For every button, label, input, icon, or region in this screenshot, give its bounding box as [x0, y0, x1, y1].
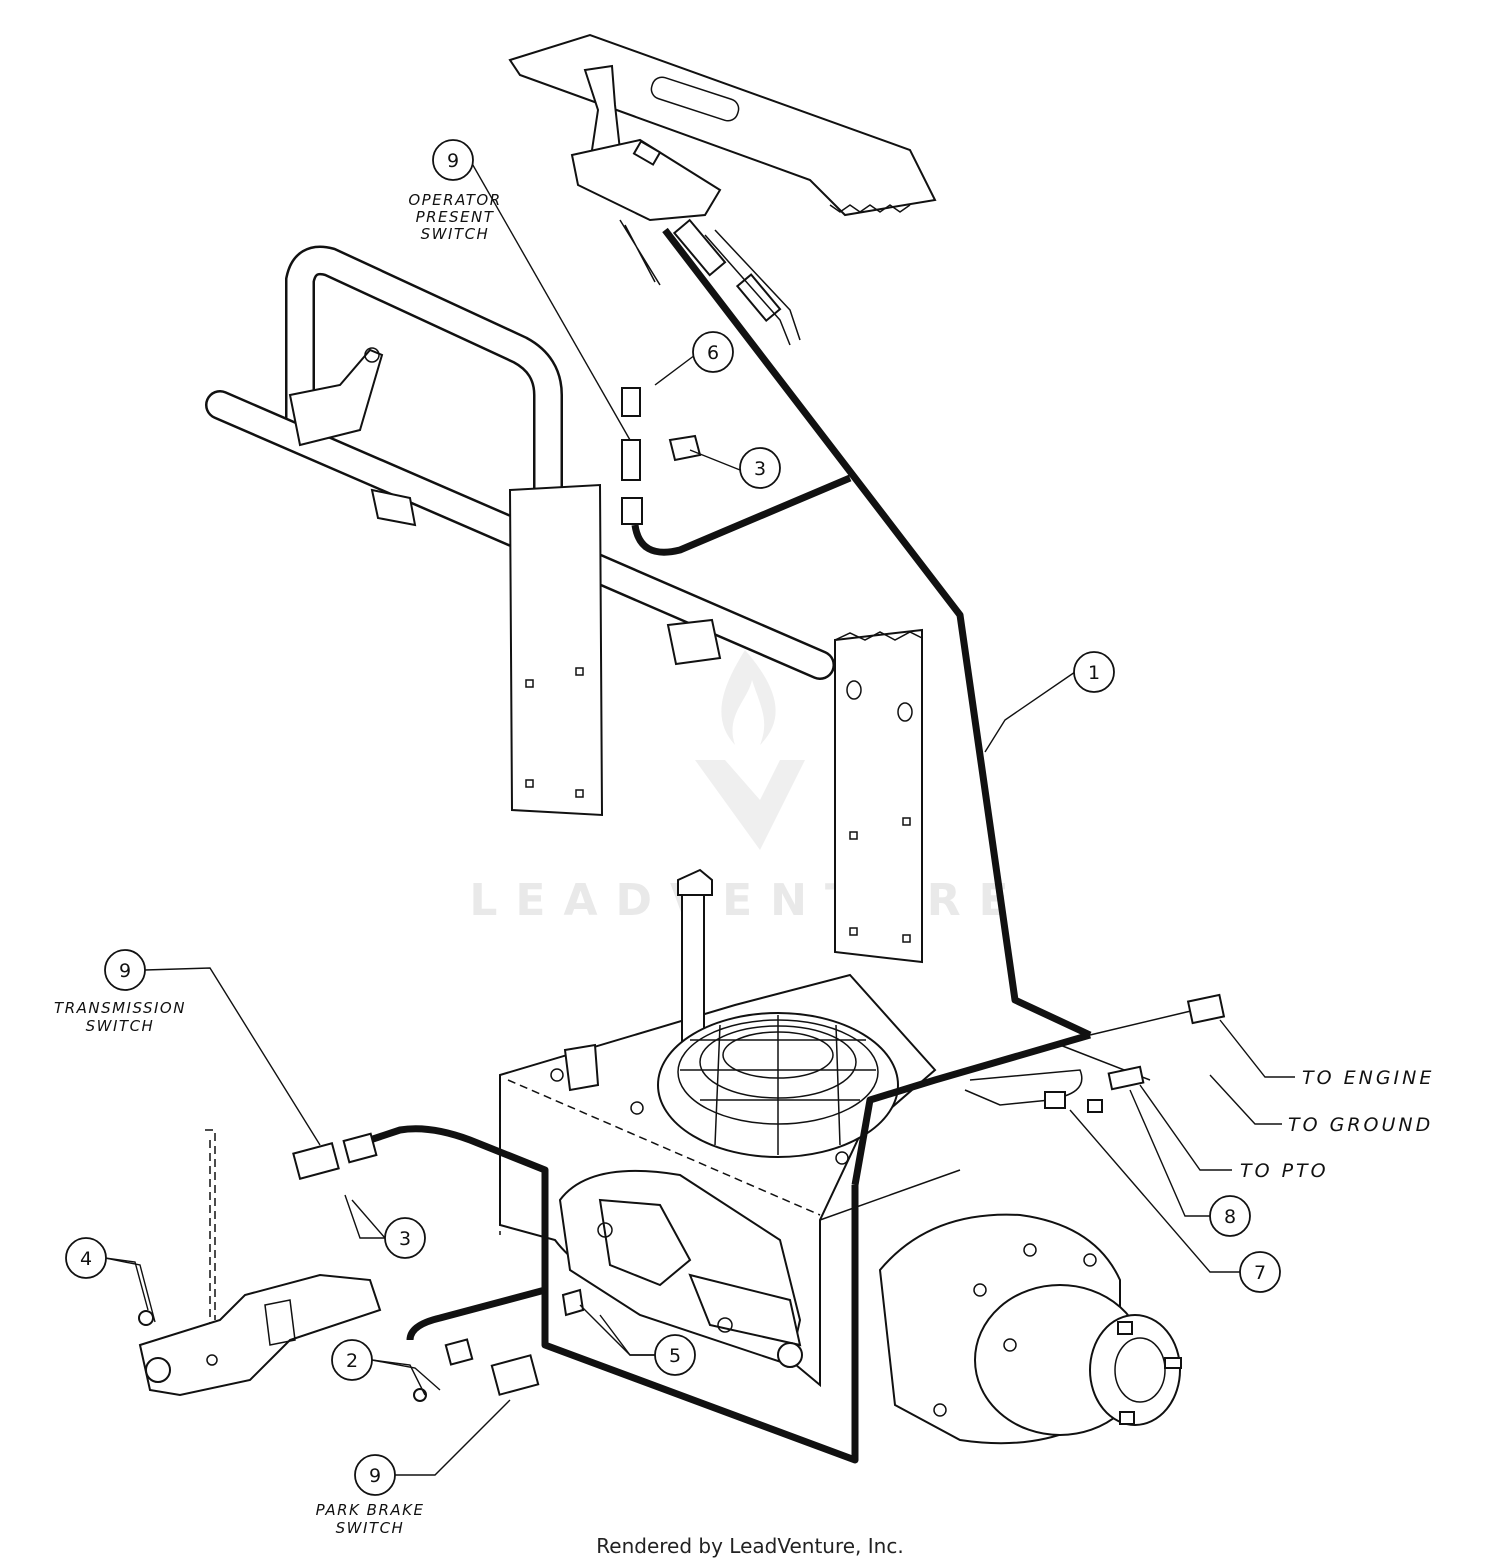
callout-9-park: 9 PARK BRAKE SWITCH	[316, 1454, 425, 1537]
switch-bracket	[138, 1129, 382, 1397]
callout-number: 9	[119, 960, 131, 982]
callout-7: 7	[1239, 1251, 1281, 1293]
callout-number: 6	[707, 342, 719, 364]
seat-plate	[508, 33, 937, 286]
transaxle	[558, 1169, 1182, 1445]
operator-present-label-line3: SWITCH	[421, 225, 490, 243]
to-pto-label: TO PTO	[1240, 1160, 1329, 1182]
callout-number: 1	[1088, 662, 1100, 684]
operator-present-label-line1: OPERATOR	[408, 191, 501, 209]
transmission-switch-label-line2: SWITCH	[86, 1017, 155, 1035]
footer-credit: Rendered by LeadVenture, Inc.	[596, 1534, 903, 1558]
frame-brackets	[508, 483, 923, 964]
park-brake-label-line1: PARK BRAKE	[316, 1501, 425, 1519]
callout-number: 9	[369, 1465, 381, 1487]
callout-4: 4	[65, 1237, 107, 1279]
to-ground-label: TO GROUND	[1288, 1114, 1433, 1136]
callout-9-operator: 9 OPERATOR PRESENT SWITCH	[408, 139, 501, 243]
park-brake-label-line2: SWITCH	[336, 1519, 405, 1537]
callout-9-transmission: 9 TRANSMISSION SWITCH	[54, 949, 186, 1035]
callout-number: 7	[1254, 1262, 1266, 1284]
callout-1: 1	[1073, 651, 1115, 693]
callout-8: 8	[1209, 1195, 1251, 1237]
watermark-text: LEADVENTURE	[469, 875, 1026, 926]
wire-harness	[353, 227, 1196, 1464]
callout-number: 5	[669, 1345, 681, 1367]
callout-3-lower: 3	[384, 1217, 426, 1259]
callout-3-top: 3	[739, 447, 781, 489]
transmission-switch-label-line1: TRANSMISSION	[54, 999, 186, 1017]
to-engine-label: TO ENGINE	[1302, 1067, 1434, 1089]
leader-lines	[104, 159, 1295, 1476]
callout-number: 9	[447, 150, 459, 172]
callout-6: 6	[692, 331, 734, 373]
connectors	[138, 218, 1226, 1402]
callout-number: 4	[80, 1248, 92, 1270]
callout-number: 3	[754, 458, 766, 480]
callout-number: 3	[399, 1228, 411, 1250]
callout-5: 5	[654, 1334, 696, 1376]
callout-number: 2	[346, 1350, 358, 1372]
cooling-fan	[657, 1012, 899, 1158]
operator-present-label-line2: PRESENT	[416, 208, 495, 226]
callout-number: 8	[1224, 1206, 1236, 1228]
callout-2: 2	[331, 1339, 373, 1381]
